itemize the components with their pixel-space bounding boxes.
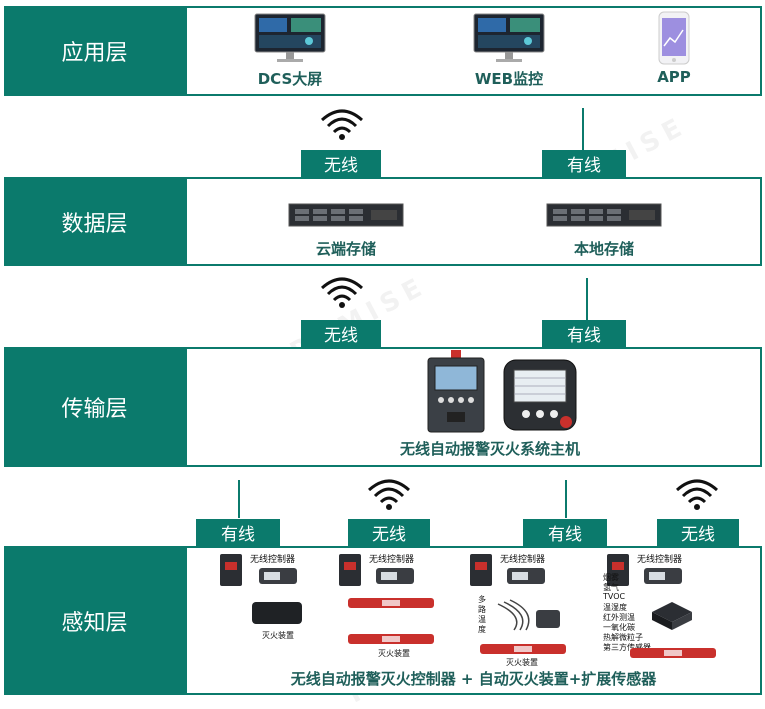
- wifi-icon: [367, 479, 411, 510]
- wifi-icon: [320, 109, 364, 140]
- app-item-label-web: WEB监控: [474, 70, 544, 88]
- controller-label: 无线控制器: [369, 555, 415, 565]
- transport-caption: 无线自动报警灭火系统主机: [399, 440, 580, 458]
- extinguisher-label: 灭火装置: [262, 631, 294, 640]
- sensor-type: 烟雾: [603, 573, 619, 582]
- controller-box-icon: [470, 554, 492, 586]
- control-cabinet-icon: [427, 350, 485, 433]
- monitor-icon: [254, 13, 326, 62]
- sensor-hub-icon: [652, 602, 692, 630]
- layer-label-application: 应用层: [4, 6, 185, 96]
- extinguisher-label: 灭火装置: [378, 649, 410, 658]
- link-tag-wired: 有线: [523, 519, 607, 546]
- app-item-label-dcs: DCS大屏: [257, 70, 323, 88]
- controller-label: 无线控制器: [637, 555, 683, 565]
- multi-temp-char: 多: [478, 595, 486, 604]
- controller-box-icon: [607, 554, 629, 586]
- wired-line: [582, 108, 584, 150]
- app-item-label-app: APP: [657, 68, 691, 86]
- extinguisher-tube-icon: [630, 648, 716, 658]
- server-icon: [288, 203, 404, 227]
- sensor-type: TVOC: [603, 592, 626, 601]
- control-panel-icon: [503, 359, 577, 431]
- perception-caption: 无线自动报警灭火控制器 + 自动灭火装置+扩展传感器: [290, 670, 657, 688]
- sensor-module-icon: [376, 568, 414, 584]
- sensor-type: 红外测温: [603, 613, 635, 622]
- temperature-probe-icon: [497, 599, 560, 631]
- link-tag-wireless: 无线: [301, 320, 381, 347]
- controller-box-icon: [220, 554, 242, 586]
- extinguisher-tube-icon: [348, 598, 434, 608]
- sensor-type: 氢气: [603, 583, 619, 592]
- data-item-label-local: 本地存储: [573, 240, 634, 258]
- sensor-type: 热解微粒子: [603, 633, 643, 642]
- link-tag-wireless: 无线: [348, 519, 430, 546]
- layer-label-transport: 传输层: [4, 347, 185, 467]
- controller-label: 无线控制器: [500, 555, 546, 565]
- data-panel: [185, 177, 762, 266]
- sensor-module-icon: [259, 568, 297, 584]
- sensor-module-icon: [644, 568, 682, 584]
- sensor-type: 一氧化碳: [603, 623, 635, 632]
- wired-line: [238, 480, 240, 518]
- link-tag-wired: 有线: [542, 320, 626, 347]
- extinguisher-box-icon: [252, 602, 302, 624]
- multi-temp-char: 温: [478, 615, 486, 624]
- link-tag-wireless: 无线: [657, 519, 739, 546]
- controller-box-icon: [339, 554, 361, 586]
- extinguisher-label: 灭火装置: [506, 658, 538, 667]
- multi-temp-char: 度: [478, 625, 486, 634]
- phone-icon: [658, 11, 690, 65]
- sensor-type: 温湿度: [603, 603, 627, 612]
- wifi-icon: [320, 277, 364, 308]
- wired-line: [586, 278, 588, 320]
- controller-label: 无线控制器: [250, 555, 296, 565]
- sensor-type: 第三方传感器: [603, 643, 651, 652]
- extinguisher-tube-icon: [480, 644, 566, 654]
- wired-line: [565, 480, 567, 518]
- wifi-icon: [675, 479, 719, 510]
- sensor-module-icon: [507, 568, 545, 584]
- link-tag-wireless: 无线: [301, 150, 381, 177]
- multi-temp-char: 路: [478, 605, 486, 614]
- link-tag-wired: 有线: [196, 519, 280, 546]
- extinguisher-tube-icon: [348, 634, 434, 644]
- data-item-label-cloud: 云端存储: [315, 240, 376, 258]
- link-tag-wired: 有线: [542, 150, 626, 177]
- layer-label-data: 数据层: [4, 177, 185, 266]
- server-icon: [546, 203, 662, 227]
- monitor-icon: [473, 13, 545, 62]
- layer-label-perception: 感知层: [4, 546, 185, 695]
